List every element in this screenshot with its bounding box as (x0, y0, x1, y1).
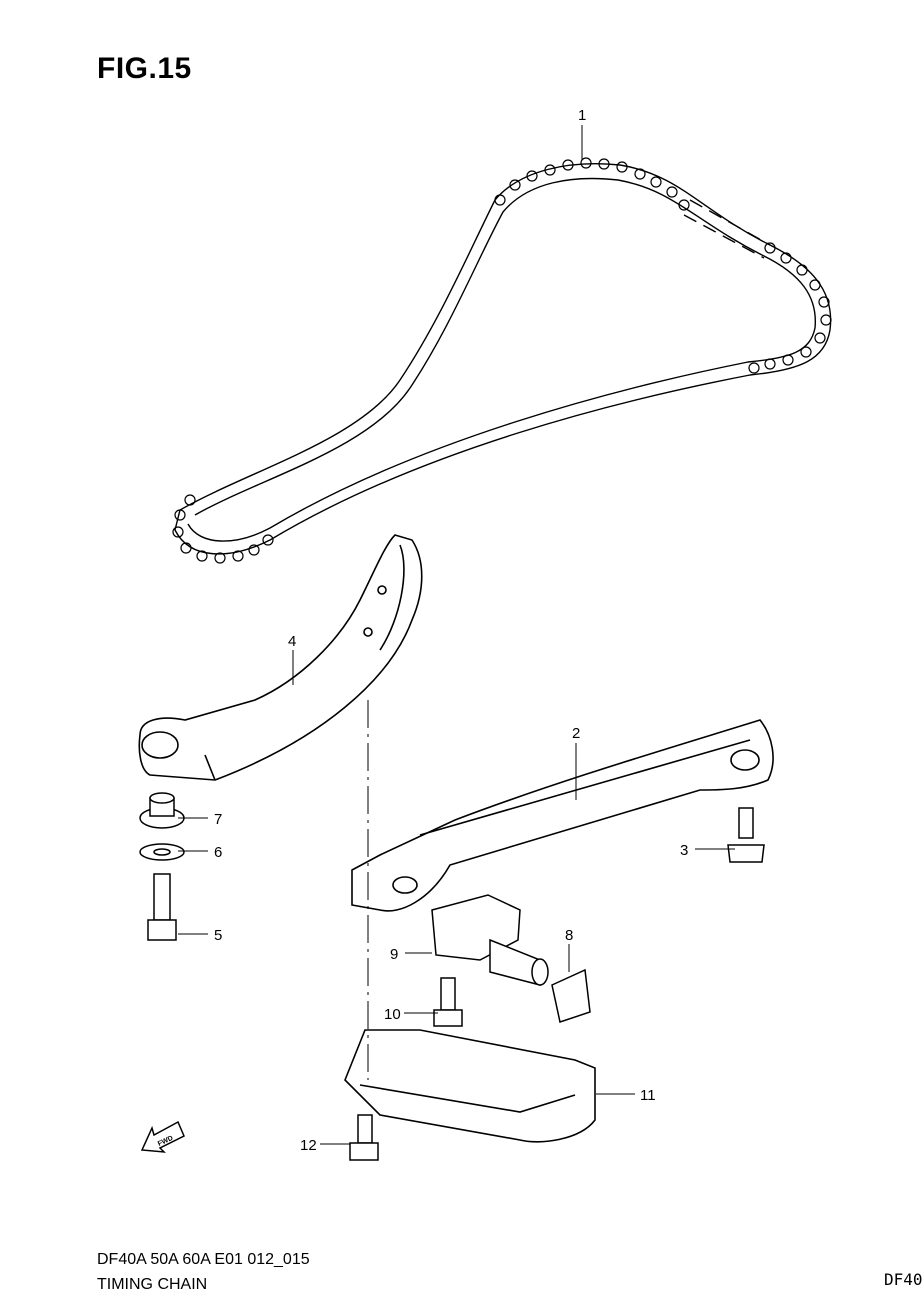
chain-guide (351, 719, 774, 912)
washer (139, 843, 185, 861)
callout-1: 1 (578, 107, 586, 124)
section-title: TIMING CHAIN (97, 1276, 208, 1293)
chain-links (172, 157, 832, 564)
figure-title: FIG.15 (97, 52, 192, 85)
tensioner-bolt (433, 977, 463, 1027)
leader-lines (178, 125, 735, 1145)
tensioner-arm (138, 534, 423, 781)
callout-11: 11 (640, 1087, 656, 1104)
page-code: DF40 (884, 1270, 923, 1289)
plate-bolt (349, 1114, 379, 1161)
bushing (139, 792, 185, 829)
callout-12: 12 (300, 1137, 317, 1154)
callout-4: 4 (288, 633, 296, 650)
callout-5: 5 (214, 927, 222, 944)
timing-chain (172, 157, 832, 564)
callout-7: 7 (214, 811, 222, 828)
callout-6: 6 (214, 844, 222, 861)
guide-bolt (727, 807, 765, 863)
arm-bolt (147, 873, 177, 941)
callout-2: 2 (572, 725, 580, 742)
callout-3: 3 (680, 842, 688, 859)
model-code: DF40A 50A 60A E01 012_015 (97, 1251, 310, 1268)
callout-9: 9 (390, 946, 398, 963)
callout-10: 10 (384, 1006, 401, 1023)
callout-8: 8 (565, 927, 573, 944)
guide-plate (344, 1029, 596, 1143)
tensioner-pad (551, 968, 591, 1023)
fwd-arrow-icon: FWD (140, 1120, 185, 1153)
chain-tensioner (431, 894, 549, 986)
callout-labels: 1 2 3 4 5 6 7 8 9 10 11 12 (214, 107, 688, 1154)
